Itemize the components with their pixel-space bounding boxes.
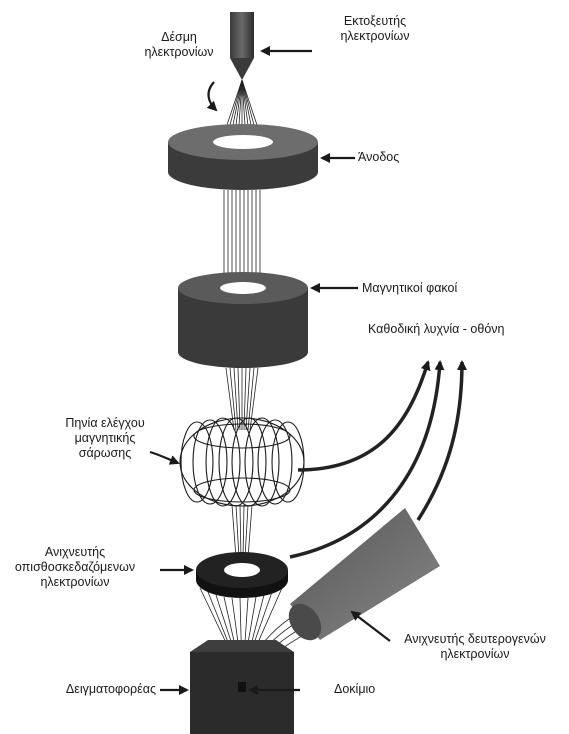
label-scan-coils: Πηνία ελέγχου μαγνητικής σάρωσης xyxy=(40,416,170,461)
label-magnetic-lenses: Μαγνητικοί φακοί xyxy=(362,281,457,296)
anode-ring xyxy=(168,124,318,190)
signal-curves xyxy=(290,362,462,557)
backscatter-detector-ring xyxy=(196,552,288,598)
specimen-holder xyxy=(190,640,294,734)
label-electron-gun: Εκτοξευτής ηλεκτρονίων xyxy=(300,14,450,44)
scan-coils xyxy=(180,418,304,506)
label-electron-beam: Δέσμη ηλεκτρονίων xyxy=(112,30,246,60)
label-secondary-detector: Ανιχνευτής δευτερογενών ηλεκτρονίων xyxy=(384,632,566,662)
label-crt-screen: Καθοδική λυχνία - οθόνη xyxy=(368,322,505,337)
label-specimen: Δοκίμιο xyxy=(334,682,375,697)
label-backscatter-detector: Ανιχνευτής οπισθοσκεδαζόμενων ηλεκτρονίω… xyxy=(0,545,150,590)
label-specimen-holder: Δειγματοφορέας xyxy=(0,682,156,697)
magnetic-lens xyxy=(178,272,308,368)
beam-lower xyxy=(232,505,252,558)
secondary-detector xyxy=(282,508,440,646)
label-anode: Άνοδος xyxy=(358,150,399,165)
